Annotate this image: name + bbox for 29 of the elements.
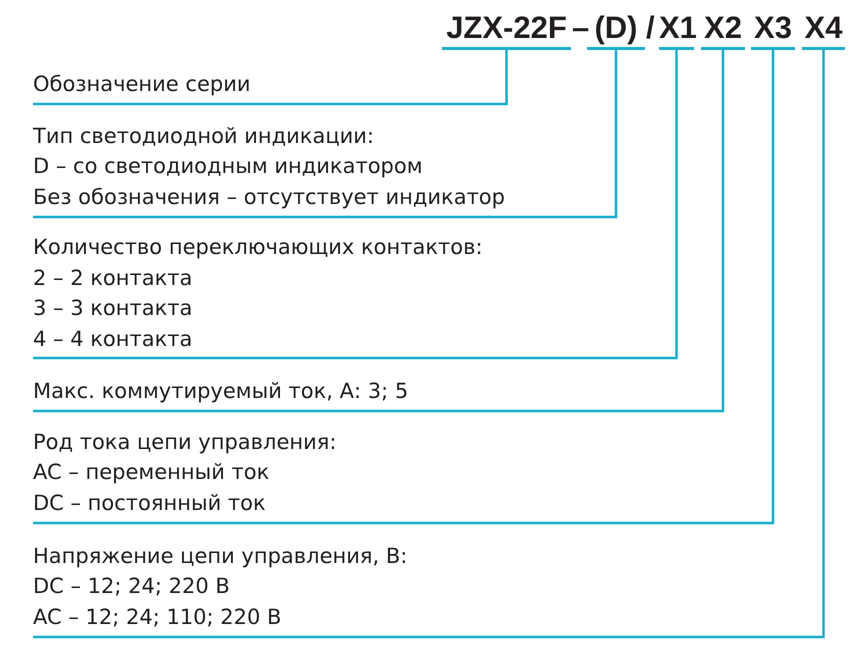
option-text: DC – постоянный ток (33, 490, 267, 516)
option-text: 4 – 4 контакта (33, 326, 194, 352)
option-text: Без обозначения – отсутствует индикатор (33, 184, 505, 210)
option-text: 3 – 3 контакта (33, 295, 194, 322)
code-segment: X1 (659, 10, 694, 50)
leader-line (33, 50, 618, 218)
option-text: 2 – 2 контакта (33, 264, 194, 292)
leader-line (33, 50, 774, 524)
code-segment: X3 (751, 10, 795, 50)
option-text: AC – 12; 24; 110; 220 В (33, 604, 282, 630)
code-segment: JZX-22F (442, 10, 571, 50)
option-text: AC – переменный ток (33, 459, 270, 486)
description-text: Макс. коммутируемый ток, А: 3; 5 (33, 378, 408, 404)
option-text: D – со светодиодным индикатором (33, 153, 424, 180)
heading-text: Количество переключающих контактов: (33, 234, 483, 261)
description-text: Обозначение серии (33, 70, 250, 98)
code-segment: (D) (587, 10, 645, 50)
separator: – (572, 10, 590, 47)
leader-line (33, 50, 825, 638)
heading-text: Род тока цепи управления: (33, 428, 336, 456)
leader-line (33, 50, 724, 412)
code-segment: X2 (701, 10, 745, 50)
heading-text: Тип светодиодной индикации: (33, 122, 376, 150)
leader-line (33, 50, 678, 360)
option-text: DC – 12; 24; 220 В (33, 573, 231, 600)
separator: / (646, 10, 655, 47)
heading-text: Напряжение цепи управления, В: (33, 542, 408, 570)
leader-line (33, 50, 508, 106)
code-segment: X4 (802, 10, 845, 50)
